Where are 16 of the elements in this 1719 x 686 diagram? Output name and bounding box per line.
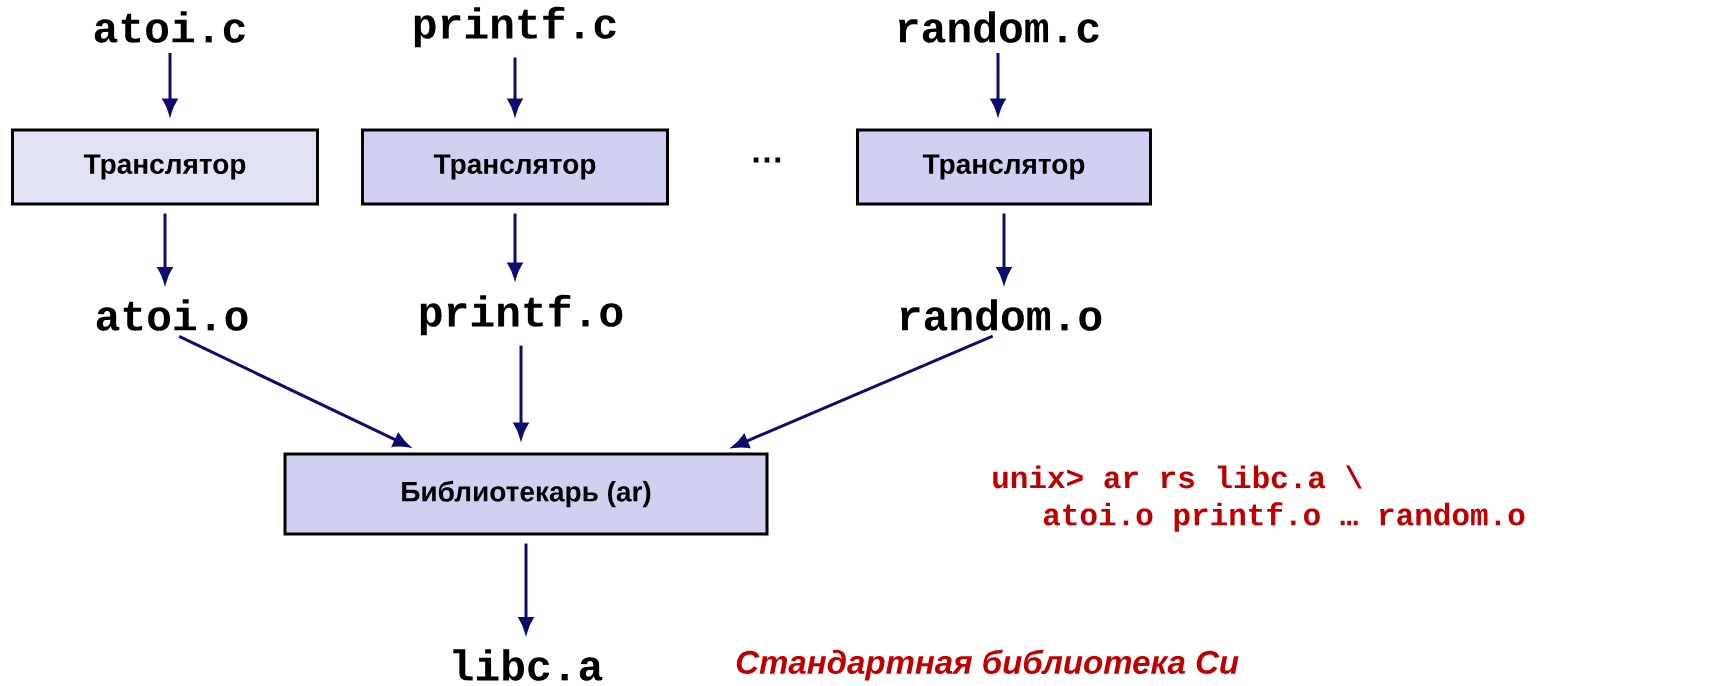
command-line: unix> ar rs libc.a \ (993, 465, 1362, 489)
file-name: random.o (900, 299, 1102, 331)
arrow (178, 335, 410, 448)
file-name: atoi.c (94, 11, 245, 43)
process-box: Транслятор (856, 128, 1152, 206)
process-box: Транслятор (11, 128, 319, 206)
process-box: Транслятор (361, 128, 669, 206)
file-name: libc.a (453, 649, 603, 681)
command-line: atoi.o printf.o … random.o (1043, 502, 1525, 532)
caption: Стандартная библиотека Си (736, 649, 1239, 681)
process-box: Библиотекарь (ar) (283, 452, 769, 536)
ellipsis: … (753, 157, 781, 163)
file-name: random.c (898, 11, 1099, 43)
file-name: printf.o (420, 294, 623, 336)
file-name: atoi.o (96, 299, 248, 331)
file-name: printf.c (414, 6, 616, 48)
